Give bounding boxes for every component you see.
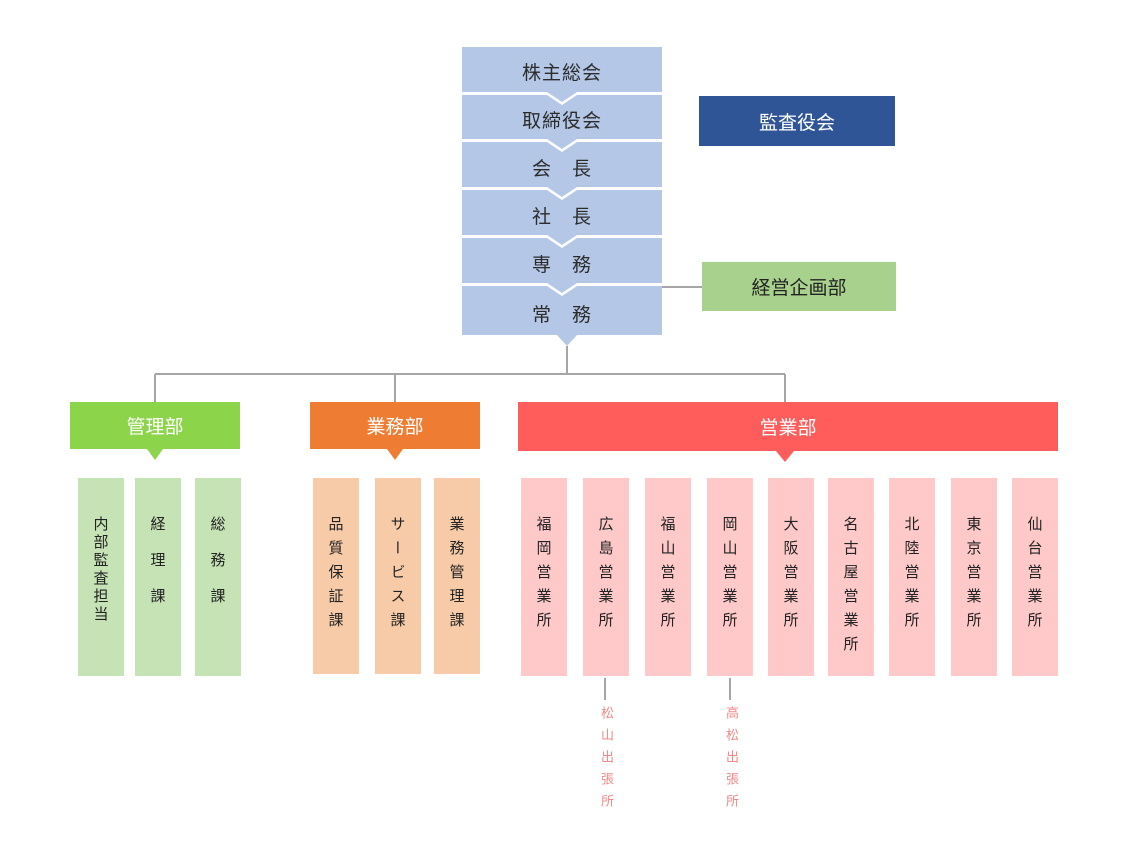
office-okayama: 岡山営業所 (707, 478, 753, 676)
section-label: 総 務 課 (208, 516, 227, 606)
office-fukuyama: 福山営業所 (645, 478, 691, 676)
dept-gyomu-label: 業務部 (366, 416, 424, 438)
office-tokyo: 東京営業所 (951, 478, 997, 676)
section-naibu-kansa: 内部監査担当 (78, 478, 124, 676)
chain-box-5 (462, 238, 662, 293)
section-label: 品質保証課 (326, 516, 345, 636)
office-label: 福山営業所 (658, 516, 677, 636)
office-osaka: 大阪営業所 (768, 478, 814, 676)
section-hinshitsu: 品質保証課 (313, 478, 359, 674)
office-label: 福岡営業所 (534, 516, 553, 636)
section-label: サービス課 (388, 516, 407, 636)
office-label: 名古屋営業所 (841, 516, 860, 660)
chain-label-president: 社 長 (531, 206, 592, 228)
chain-label-senior-md: 専 務 (531, 254, 592, 276)
chain-box-6 (462, 286, 662, 346)
branch-matsuyama: 松山出張所 (598, 706, 613, 816)
section-somu: 総 務 課 (195, 478, 241, 676)
section-label: 経 理 課 (148, 516, 167, 606)
section-label: 内部監査担当 (91, 516, 110, 624)
office-label: 東京営業所 (964, 516, 983, 636)
executive-chain-boxes (462, 47, 662, 346)
chain-box-2 (462, 95, 662, 149)
branch-takamatsu: 高松出張所 (723, 706, 738, 816)
office-label: 岡山営業所 (720, 516, 739, 636)
planning-dept-box: 経営企画部 (702, 262, 896, 311)
section-keiri: 経 理 課 (135, 478, 181, 676)
chain-label-md: 常 務 (531, 304, 592, 326)
section-label: 業務管理課 (447, 516, 466, 636)
chain-label-board: 取締役会 (521, 110, 602, 132)
office-label: 大阪営業所 (781, 516, 800, 636)
section-gyomu-kanri: 業務管理課 (434, 478, 480, 674)
chain-label-shareholders: 株主総会 (521, 62, 602, 84)
audit-board-box: 監査役会 (699, 96, 895, 146)
office-label: 仙台営業所 (1025, 516, 1044, 636)
office-nagoya: 名古屋営業所 (828, 478, 874, 676)
office-fukuoka: 福岡営業所 (521, 478, 567, 676)
chain-box-1 (462, 47, 662, 102)
dept-kanri-shape (70, 402, 240, 460)
office-label: 広島営業所 (596, 516, 615, 636)
office-sendai: 仙台営業所 (1012, 478, 1058, 676)
dept-eigyo-shape (518, 402, 1058, 462)
chain-box-4 (462, 190, 662, 245)
section-service: サービス課 (375, 478, 421, 674)
chain-box-3 (462, 142, 662, 197)
office-hiroshima: 広島営業所 (583, 478, 629, 676)
dept-gyomu-shape (310, 402, 480, 460)
office-label: 北陸営業所 (902, 516, 921, 636)
dept-eigyo-label: 営業部 (759, 417, 817, 439)
office-hokuriku: 北陸営業所 (889, 478, 935, 676)
connector-lines (154, 286, 786, 700)
chain-label-chairman: 会 長 (531, 158, 592, 180)
dept-kanri-label: 管理部 (126, 416, 184, 438)
